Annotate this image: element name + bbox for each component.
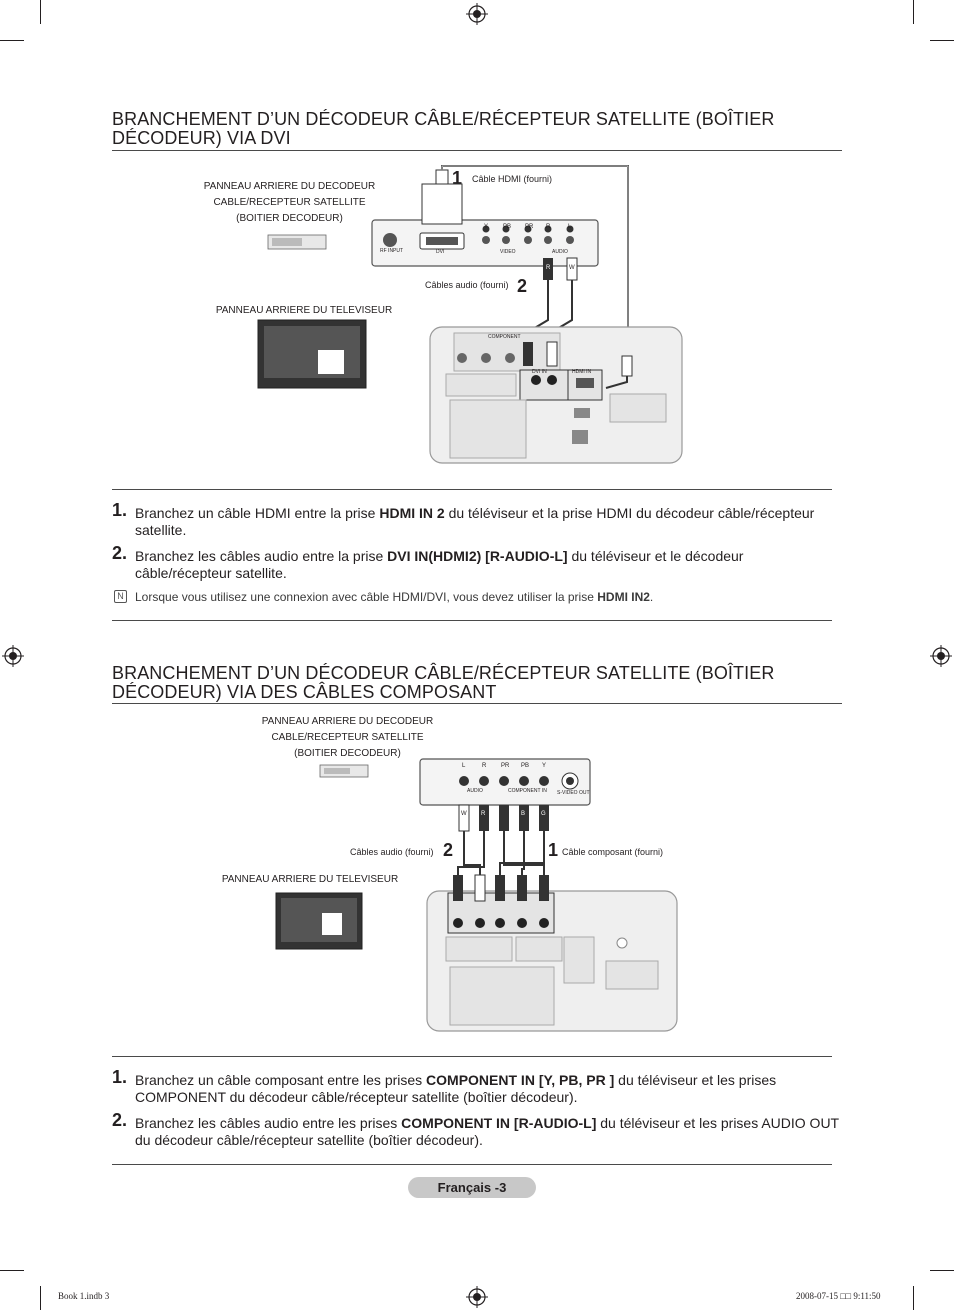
instruction-step: 2. Branchez les câbles audio entre la pr… (112, 543, 842, 582)
crop-mark (0, 40, 24, 41)
plug-label: R (481, 811, 486, 817)
step-text: Branchez un câble HDMI entre la prise HD… (135, 505, 815, 538)
section-divider (112, 150, 842, 151)
note-icon: N (114, 590, 127, 603)
decoder-panel-label: PANNEAU ARRIERE DU DECODEUR CABLE/RECEPT… (203, 181, 376, 224)
plug-label: B (521, 811, 526, 817)
crop-mark (40, 1286, 41, 1310)
port-label: AUDIO (552, 249, 568, 255)
step-text: Branchez les câbles audio entre les pris… (135, 1115, 839, 1148)
crop-mark (930, 40, 954, 41)
page-number-badge: Français -3 (408, 1177, 536, 1198)
step-number: 2. (112, 1110, 128, 1130)
print-file-info: Book 1.indb 3 (58, 1291, 110, 1301)
registration-mark-icon (466, 3, 488, 25)
callout-number: 1 (548, 840, 559, 860)
callout-number: 2 (517, 276, 528, 296)
step-number: 2. (112, 543, 128, 563)
jack-label: R (546, 224, 551, 230)
step-text: Branchez un câble composant entre les pr… (135, 1072, 777, 1105)
registration-mark-icon (2, 645, 24, 667)
jack-label: PB (521, 763, 530, 769)
note-text: Lorsque vous utilisez une connexion avec… (135, 590, 654, 604)
port-label: RF INPUT (380, 248, 404, 254)
section-divider (112, 1056, 832, 1057)
cable-label: Câbles audio (fourni) (350, 847, 434, 857)
tv-panel-label: PANNEAU ARRIERE DU TELEVISEUR (215, 305, 393, 316)
jack-label: R (482, 763, 487, 769)
port-label: DVI (436, 249, 445, 255)
section-divider (112, 620, 832, 621)
crop-mark (40, 0, 41, 24)
note: N Lorsque vous utilisez une connexion av… (112, 590, 842, 605)
registration-mark-icon (466, 1286, 488, 1308)
jack-label: PB (503, 224, 512, 230)
print-date-info: 2008-07-15 □□ 9:11:50 (796, 1291, 881, 1301)
crop-mark (930, 1270, 954, 1271)
tv-port-label: COMPONENT (488, 334, 521, 340)
instruction-step: 2. Branchez les câbles audio entre les p… (112, 1110, 842, 1149)
jack-label: L (568, 224, 572, 230)
tv-panel-label: PANNEAU ARRIERE DU TELEVISEUR (221, 874, 399, 885)
port-label: COMPONENT IN (508, 788, 547, 794)
port-label: VIDEO (500, 249, 516, 255)
step-text: Branchez les câbles audio entre la prise… (135, 548, 744, 581)
section-title: BRANCHEMENT D’UN DÉCODEUR CÂBLE/RÉCEPTEU… (112, 109, 775, 148)
callout-number: 1 (452, 168, 463, 188)
decoder-panel-label: PANNEAU ARRIERE DU DECODEUR CABLE/RECEPT… (261, 716, 434, 759)
section-divider (112, 703, 842, 704)
jack-label: Y (542, 763, 547, 769)
cable-label: Câble HDMI (fourni) (472, 174, 553, 184)
section-divider (112, 1164, 832, 1165)
jack-label: L (462, 763, 466, 769)
callout-number: 2 (443, 840, 454, 860)
step-number: 1. (112, 1067, 128, 1087)
crop-mark (913, 0, 914, 24)
tv-port-label: HDMI IN (572, 369, 592, 375)
cable-label: Câbles audio (fourni) (425, 280, 509, 290)
step-number: 1. (112, 500, 128, 520)
cable-label: Câble composant (fourni) (562, 847, 664, 857)
tv-port-label: DVI IN (532, 369, 547, 375)
plug-label: W (461, 811, 467, 817)
crop-mark (913, 1286, 914, 1310)
port-label: AUDIO (467, 788, 483, 794)
instruction-step: 1. Branchez un câble composant entre les… (112, 1067, 842, 1106)
component-connection-diagram (275, 758, 678, 1032)
section-title: BRANCHEMENT D’UN DÉCODEUR CÂBLE/RÉCEPTEU… (112, 663, 775, 702)
section-divider (112, 489, 832, 490)
registration-mark-icon (930, 645, 952, 667)
plug-label: R (546, 265, 551, 271)
port-label: S-VIDEO OUT (557, 790, 590, 796)
plug-label: W (569, 265, 575, 271)
jack-label: PR (501, 763, 510, 769)
crop-mark (0, 1270, 24, 1271)
plug-label: G (541, 811, 546, 817)
jack-label: PR (525, 224, 534, 230)
dvi-connection-diagram (257, 165, 683, 464)
instruction-step: 1. Branchez un câble HDMI entre la prise… (112, 500, 842, 539)
jack-label: Y (484, 224, 489, 230)
